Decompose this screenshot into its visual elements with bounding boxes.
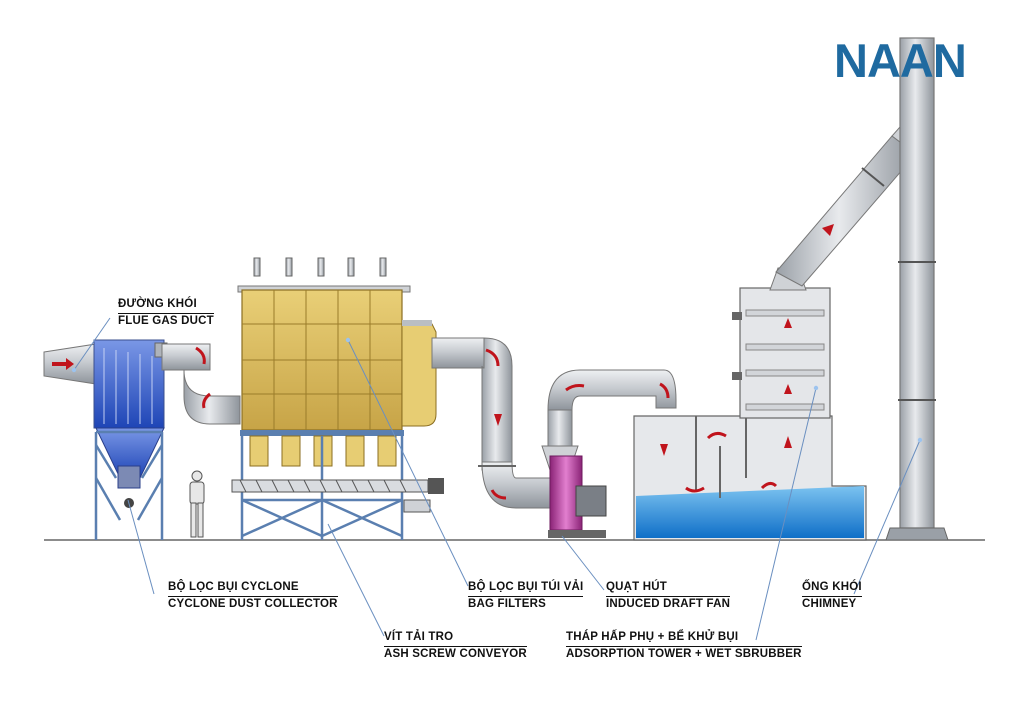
label-flue-gas-duct-vn: ĐƯỜNG KHÓI	[118, 297, 214, 314]
label-flue-gas-duct-en: FLUE GAS DUCT	[118, 315, 214, 327]
label-screw-conveyor-en: ASH SCREW CONVEYOR	[384, 648, 527, 660]
label-cyclone-vn: BỘ LỌC BỤI CYCLONE	[168, 580, 338, 597]
label-draft-fan-vn: QUẠT HÚT	[606, 580, 731, 597]
chimney	[885, 37, 949, 541]
bag-filter-unit	[237, 257, 437, 540]
brand-logo: NAAN	[834, 34, 967, 87]
inlet-arrow	[52, 358, 74, 370]
label-cyclone-en: CYCLONE DUST COLLECTOR	[168, 598, 338, 610]
label-absorption-tower-en: ADSORPTION TOWER + WET SBRUBBER	[566, 648, 802, 660]
label-draft-fan-en: INDUCED DRAFT FAN	[606, 598, 731, 610]
label-chimney-vn: ỐNG KHÓI	[802, 580, 862, 597]
ash-screw-conveyor	[231, 478, 444, 513]
label-cyclone: BỘ LỌC BỤI CYCLONE CYCLONE DUST COLLECTO…	[168, 580, 338, 612]
cyclone-to-bag-duct	[161, 343, 241, 425]
label-screw-conveyor-vn: VÍT TẢI TRO	[384, 630, 527, 647]
label-bag-filters: BỘ LỌC BỤI TÚI VẢI BAG FILTERS	[468, 580, 584, 612]
bag-to-fan-duct	[431, 337, 557, 509]
label-screw-conveyor: VÍT TẢI TRO ASH SCREW CONVEYOR	[384, 630, 527, 662]
label-absorption-tower-vn: THÁP HẤP PHỤ + BỂ KHỬ BỤI	[566, 630, 802, 647]
wet-scrubber-tank	[633, 415, 867, 541]
label-draft-fan: QUẠT HÚT INDUCED DRAFT FAN	[606, 580, 731, 612]
label-bag-filters-vn: BỘ LỌC BỤI TÚI VẢI	[468, 580, 584, 597]
leader-lines	[73, 317, 921, 641]
label-flue-gas-duct: ĐƯỜNG KHÓI FLUE GAS DUCT	[118, 297, 214, 329]
label-chimney-en: CHIMNEY	[802, 598, 857, 610]
adsorption-tower	[732, 267, 831, 419]
label-absorption-tower: THÁP HẤP PHỤ + BỂ KHỬ BỤI ADSORPTION TOW…	[566, 630, 802, 662]
cyclone-dust-collector	[93, 339, 168, 540]
person-figure-scale	[189, 470, 205, 538]
induced-draft-fan	[541, 369, 677, 538]
leader-dots	[71, 337, 923, 443]
label-chimney: ỐNG KHÓI CHIMNEY	[802, 580, 862, 612]
label-bag-filters-en: BAG FILTERS	[468, 598, 547, 610]
